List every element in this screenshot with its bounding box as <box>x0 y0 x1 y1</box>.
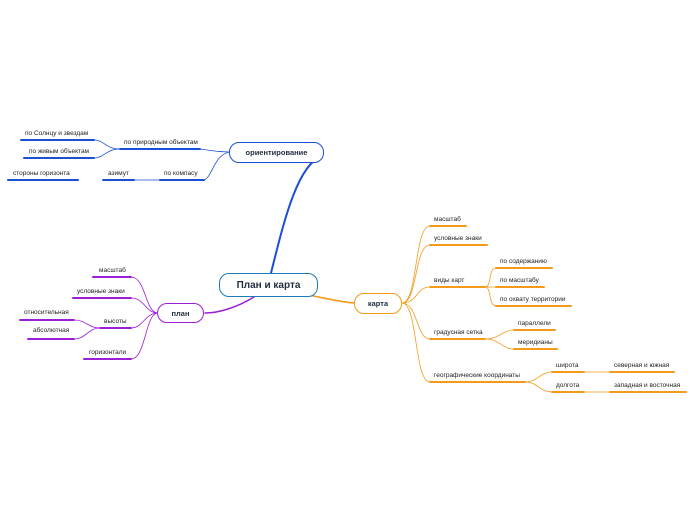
node-parallels[interactable]: параллели <box>518 320 551 327</box>
node-heights[interactable]: высоты <box>104 318 127 325</box>
central-topic[interactable]: План и карта <box>219 273 318 297</box>
branch-map[interactable]: карта <box>354 293 402 314</box>
node-contours[interactable]: горизонтали <box>89 349 127 356</box>
branch-orientation-label: ориентирование <box>245 148 308 157</box>
node-west-east[interactable]: западная и восточная <box>614 382 681 389</box>
link-center-orientation <box>270 155 323 274</box>
node-relative[interactable]: относительная <box>24 309 69 316</box>
node-by-scale[interactable]: по масштабу <box>500 277 539 284</box>
branch-map-label: карта <box>367 299 389 308</box>
central-topic-label: План и карта <box>236 279 301 291</box>
node-map-symbols[interactable]: условные знаки <box>434 235 482 242</box>
node-compass[interactable]: по компасу <box>164 170 198 177</box>
node-horizon-sides[interactable]: стороны горизонта <box>13 170 70 177</box>
branch-plan-label: план <box>171 308 190 318</box>
link-center-plan <box>204 296 255 314</box>
node-absolute[interactable]: абсолютная <box>33 327 70 334</box>
node-azimuth[interactable]: азимут <box>108 170 129 177</box>
node-by-content[interactable]: по содержанию <box>500 258 547 265</box>
node-latitude[interactable]: широта <box>556 362 579 369</box>
node-plan-scale[interactable]: масштаб <box>99 267 126 274</box>
node-natural-objects[interactable]: по природным объектам <box>124 139 198 146</box>
node-map-scale[interactable]: масштаб <box>434 216 461 223</box>
branch-orientation[interactable]: ориентирование <box>229 142 324 163</box>
branch-plan[interactable]: план <box>157 303 204 323</box>
node-meridians[interactable]: меридианы <box>518 339 553 346</box>
node-plan-symbols[interactable]: условные знаки <box>77 288 125 295</box>
node-degree-grid[interactable]: градусная сетка <box>434 329 483 336</box>
node-sun-stars[interactable]: по Солнцу и звездам <box>25 130 89 137</box>
node-geo-coords[interactable]: географические координаты <box>434 372 520 379</box>
node-by-coverage[interactable]: по охвату территории <box>500 296 566 303</box>
node-longitude[interactable]: долгота <box>556 382 580 389</box>
node-living-objects[interactable]: по живым объектам <box>29 148 90 155</box>
node-north-south[interactable]: северная и южная <box>614 362 670 369</box>
node-map-types[interactable]: виды карт <box>434 277 465 284</box>
